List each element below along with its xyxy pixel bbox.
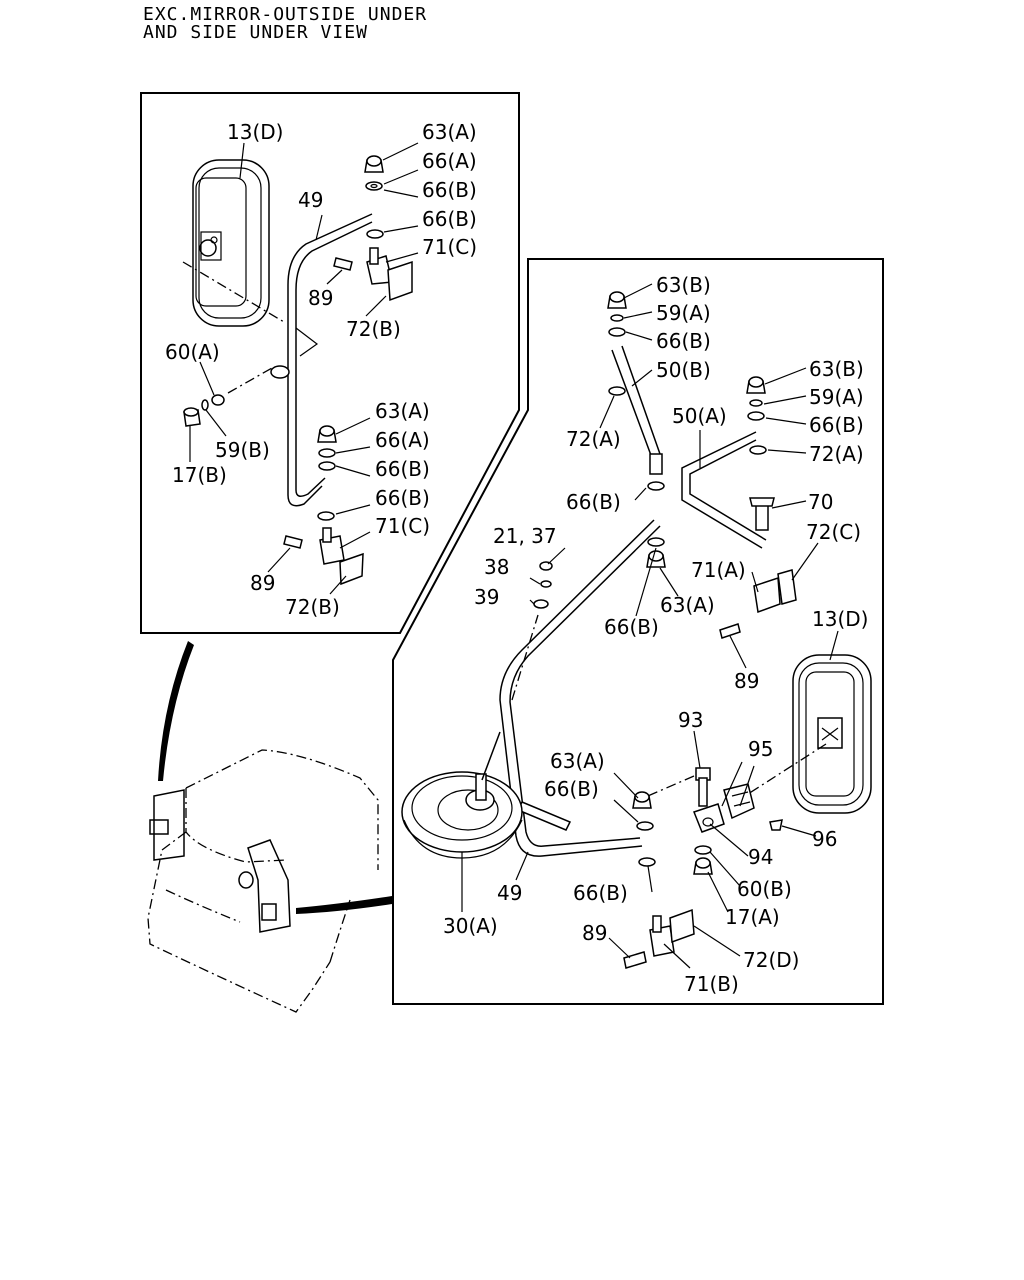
callout-label: 71(C)	[375, 514, 430, 538]
callout-label: 66(B)	[422, 207, 477, 231]
mirror-stay-49-right	[499, 519, 655, 857]
callout-label: 63(A)	[550, 749, 605, 773]
callout-label: 13(D)	[227, 120, 283, 144]
mirror-base-30a	[401, 771, 523, 859]
callout-label: 66(B)	[375, 486, 430, 510]
callout-label: 49	[298, 188, 323, 212]
callout-label: 21, 37	[493, 524, 557, 548]
callout-label: 63(A)	[375, 399, 430, 423]
mirror-stay-49-left	[287, 213, 373, 507]
right-panel-drawing	[401, 283, 872, 969]
callout-label: 63(A)	[660, 593, 715, 617]
callout-label: 66(B)	[566, 490, 621, 514]
bracket-95-94	[693, 767, 783, 833]
callout-label: 66(B)	[422, 178, 477, 202]
page-title: EXC.MIRROR-OUTSIDE UNDER AND SIDE UNDER …	[143, 6, 427, 42]
callout-label: 60(A)	[165, 340, 220, 364]
callout-label: 93	[678, 708, 703, 732]
callout-label: 89	[308, 286, 333, 310]
callout-label: 96	[812, 827, 837, 851]
callout-label: 72(B)	[285, 595, 340, 619]
callout-label: 66(B)	[604, 615, 659, 639]
mirror-head-right	[792, 654, 872, 814]
lower-hardware-left	[283, 425, 364, 586]
callout-label: 94	[748, 845, 773, 869]
callout-label: 50(B)	[656, 358, 711, 382]
callout-label: 70	[808, 490, 833, 514]
upper-hardware-left	[333, 155, 413, 302]
right-leaders	[461, 283, 839, 969]
callout-label: 72(A)	[809, 442, 864, 466]
left-panel-drawing	[182, 142, 419, 595]
callout-label: 50(A)	[672, 404, 727, 428]
callout-label: 72(B)	[346, 317, 401, 341]
callout-label: 59(A)	[656, 301, 711, 325]
callout-label: 89	[734, 669, 759, 693]
callout-label: 17(B)	[172, 463, 227, 487]
left-callouts: 13(D) 63(A) 66(A) 66(B) 49 66(B) 71(C) 8…	[165, 120, 477, 619]
callout-label: 95	[748, 737, 773, 761]
callout-label: 63(A)	[422, 120, 477, 144]
callout-label: 13(D)	[812, 607, 868, 631]
title-line-2: AND SIDE UNDER VIEW	[143, 22, 368, 43]
callout-label: 63(B)	[656, 273, 711, 297]
callout-label: 89	[250, 571, 275, 595]
callout-label: 39	[474, 585, 499, 609]
stay-50b	[611, 345, 661, 459]
callout-label: 59(A)	[809, 385, 864, 409]
callout-label: 71(A)	[691, 558, 746, 582]
callout-label: 71(C)	[422, 235, 477, 259]
right-callouts: 63(B) 59(A) 66(B) 50(B) 63(B) 59(A) 66(B…	[443, 273, 868, 996]
callout-label: 17(A)	[725, 905, 780, 929]
truck-cab-illustration	[147, 641, 392, 1013]
callout-label: 66(B)	[809, 413, 864, 437]
callout-label: 63(B)	[809, 357, 864, 381]
side-hardware-left	[183, 394, 225, 427]
callout-label: 49	[497, 881, 522, 905]
callout-label: 72(C)	[806, 520, 861, 544]
right-panel-frame	[392, 258, 884, 1005]
stay-50a	[681, 431, 767, 549]
cab-pointer-left	[158, 641, 194, 781]
title-line-1: EXC.MIRROR-OUTSIDE UNDER	[143, 4, 428, 25]
mirror-head-left	[192, 159, 270, 327]
cab-pointer-right	[296, 896, 392, 914]
callout-label: 71(B)	[684, 972, 739, 996]
callout-label: 66(B)	[656, 329, 711, 353]
callout-label: 38	[484, 555, 509, 579]
left-leaders	[189, 142, 419, 595]
callout-label: 66(B)	[573, 881, 628, 905]
callout-label: 72(A)	[566, 427, 621, 451]
callout-label: 66(B)	[544, 777, 599, 801]
callout-label: 66(B)	[375, 457, 430, 481]
callout-label: 72(D)	[743, 948, 799, 972]
callout-label: 60(B)	[737, 877, 792, 901]
callout-label: 66(A)	[375, 428, 430, 452]
callout-label: 30(A)	[443, 914, 498, 938]
callout-label: 66(A)	[422, 149, 477, 173]
callout-label: 59(B)	[215, 438, 270, 462]
left-panel-frame	[140, 92, 520, 634]
callout-label: 89	[582, 921, 607, 945]
